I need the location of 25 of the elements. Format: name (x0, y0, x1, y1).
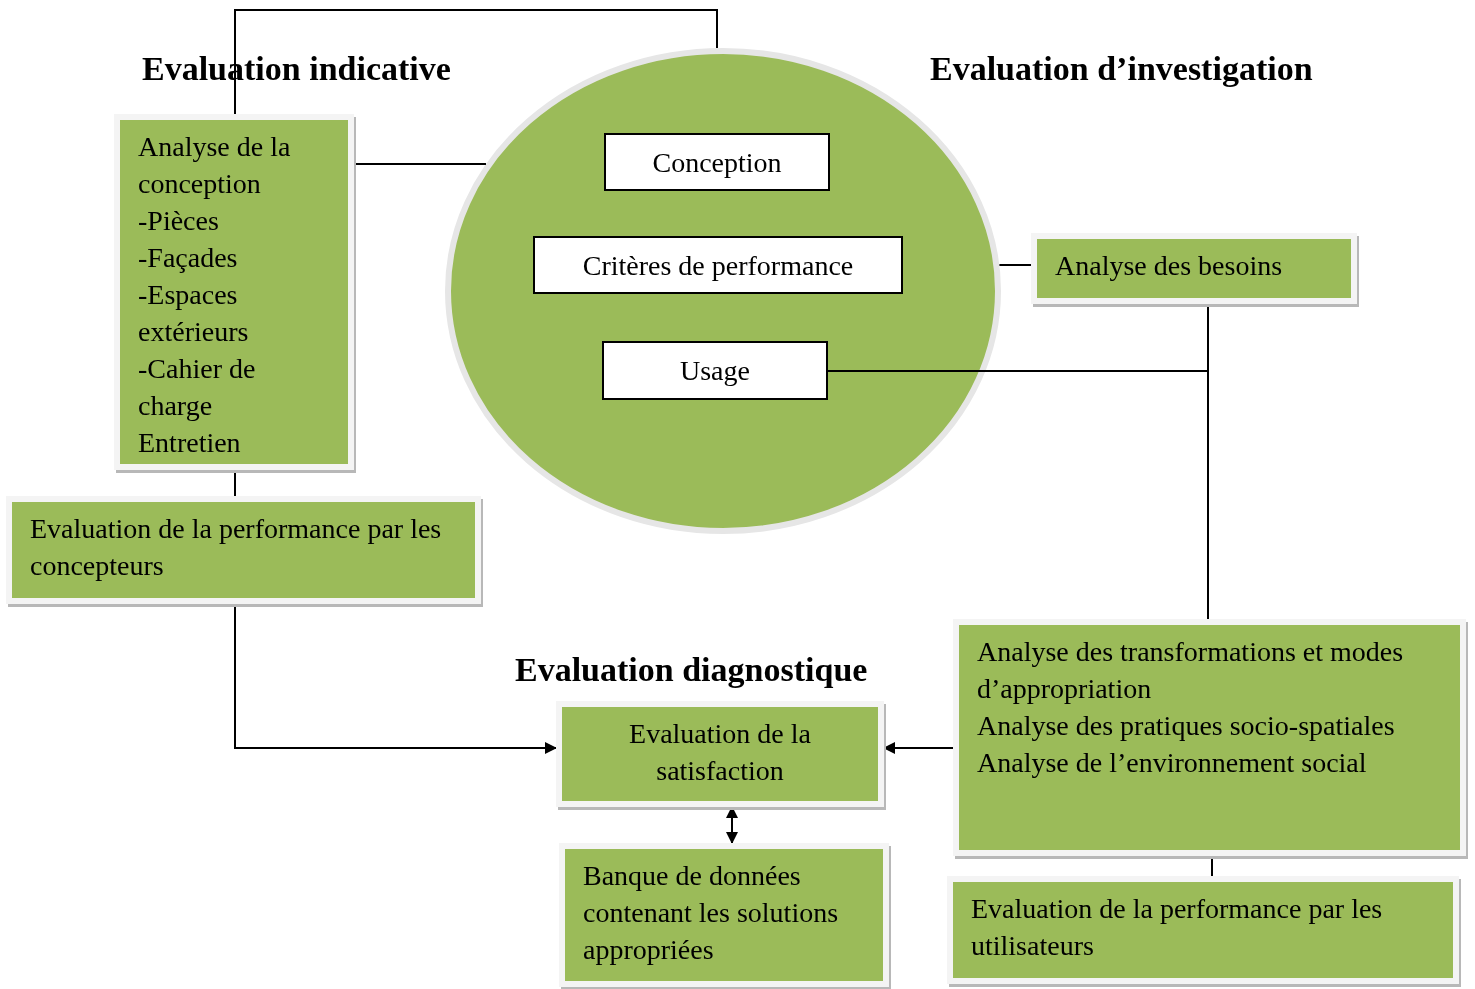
label-box: Usage (602, 341, 828, 400)
section-heading: Evaluation diagnostique (515, 651, 868, 689)
box-text: -Cahier de charge (138, 352, 257, 423)
process-box: Banque de données contenant les solutions appropriées (559, 843, 889, 987)
connector-line (998, 264, 1032, 266)
box-text: Analyse des transformations et modes d’appropriation (977, 635, 1405, 706)
box-text: Analyse des pratiques socio-spatiales (977, 709, 1396, 743)
box-text: Analyse de l’environnement social (977, 746, 1368, 780)
process-box (114, 114, 354, 470)
label-box: Critères de performance (533, 236, 903, 294)
label-box: Conception (604, 133, 830, 191)
process-box: Analyse des besoins (1031, 233, 1357, 304)
box-text: Entretien (138, 426, 242, 460)
connector-line (353, 163, 487, 165)
box-text: Analyse de la conception (138, 130, 292, 201)
arrow (883, 742, 954, 754)
box-text: -Espaces extérieurs (138, 278, 250, 349)
box-text: -Façades (138, 241, 239, 275)
section-heading: Evaluation d’investigation (930, 50, 1313, 88)
process-box: Evaluation de la satisfaction (556, 701, 884, 807)
process-box (953, 619, 1466, 856)
process-box: Evaluation de la performance par les utilisateurs (947, 876, 1459, 984)
connector-line (234, 9, 718, 115)
box-text: -Pièces (138, 204, 220, 238)
process-box: Evaluation de la performance par les concepteurs (6, 496, 481, 604)
